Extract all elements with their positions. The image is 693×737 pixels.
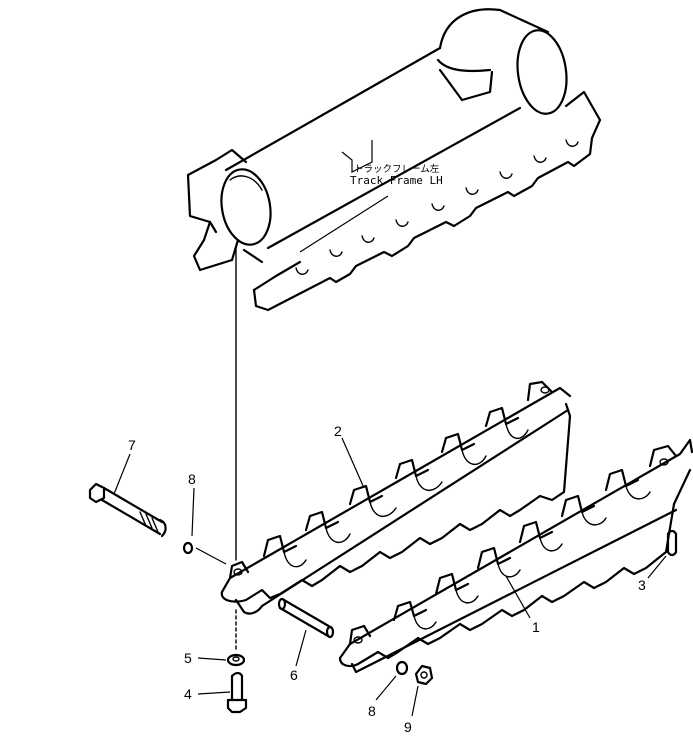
callout-7: 7 <box>128 437 136 453</box>
spacer-pipe <box>277 597 335 639</box>
leader-8a <box>191 487 195 537</box>
bolt-long <box>88 482 167 538</box>
leader-9 <box>411 685 419 717</box>
leader-5 <box>197 657 227 661</box>
track-guard-upper <box>220 380 572 615</box>
callout-1: 1 <box>532 619 540 635</box>
callout-8-lower: 8 <box>368 703 376 719</box>
frame-label-en: Track Frame LH <box>350 174 443 187</box>
pin <box>666 529 678 557</box>
washer-left <box>182 541 194 555</box>
frame-label-jp: トラックフレーム左 <box>354 163 440 175</box>
leader-8b <box>375 675 397 701</box>
callout-5: 5 <box>184 650 192 666</box>
leader-2 <box>341 437 365 489</box>
bolt-short <box>226 671 248 714</box>
leader-3 <box>647 555 667 579</box>
leader-1 <box>505 575 531 619</box>
leader-6 <box>295 629 307 667</box>
nut <box>414 664 434 686</box>
callout-9: 9 <box>404 719 412 735</box>
leader-7 <box>113 453 131 495</box>
leader-4 <box>197 691 231 695</box>
callout-2: 2 <box>334 423 342 439</box>
callout-3: 3 <box>638 577 646 593</box>
callout-8-upper: 8 <box>188 471 196 487</box>
washer-right <box>395 660 409 676</box>
callout-6: 6 <box>290 667 298 683</box>
track-frame <box>186 8 602 312</box>
washer-5 <box>226 653 246 667</box>
track-guard-lower <box>338 438 693 674</box>
callout-4: 4 <box>184 686 192 702</box>
